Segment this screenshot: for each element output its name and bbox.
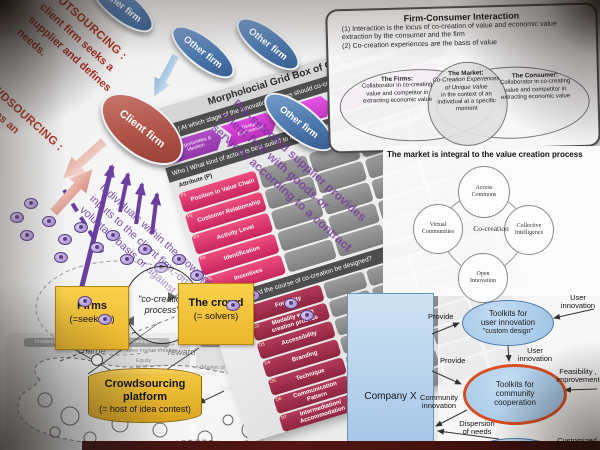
provide-label: Provide [428,312,454,321]
community-toolkit-ellipse: Toolkits for community cooperation [463,364,567,425]
bottom-maroon-strip [82,441,600,450]
platform-label: Crowdsourcing platform (= host of idea c… [76,378,214,414]
toolkit-line: user innovation [480,318,536,328]
dispersion-label: Dispersion of needs [459,419,495,437]
community-innovation-label: Community innovation [420,393,458,411]
crowd-member-icon [226,300,240,311]
crowd-box: The crowd (= solvers) [178,283,254,345]
toolkit-line: "custom design" [482,328,534,336]
firms-box-title: Firms [77,300,107,312]
user-innovation-label: User innovation [517,346,553,364]
provide-label: Provide [440,356,466,365]
crowd-box-subtitle: (= solvers) [193,311,239,322]
platform-subtitle: (= host of idea contest) [99,404,191,415]
crowd-member-icon [78,296,92,307]
platform-line: Crowdsourcing [104,378,186,390]
feasibility-label: Feasibility , improvement [556,367,600,385]
user-toolkit-ellipse: Toolkits for user innovation "custom des… [462,300,554,346]
firms-box-subtitle: (=seekers) [69,314,115,325]
crowd-member-icon [98,314,112,325]
firms-box: Firms (=seekers) [55,286,129,350]
user-innovation-label: User innovation [560,293,596,311]
crowd-box-title: The crowd [188,297,244,309]
platform-line: platform [123,390,167,403]
toolkit-line: cooperation [494,397,536,407]
